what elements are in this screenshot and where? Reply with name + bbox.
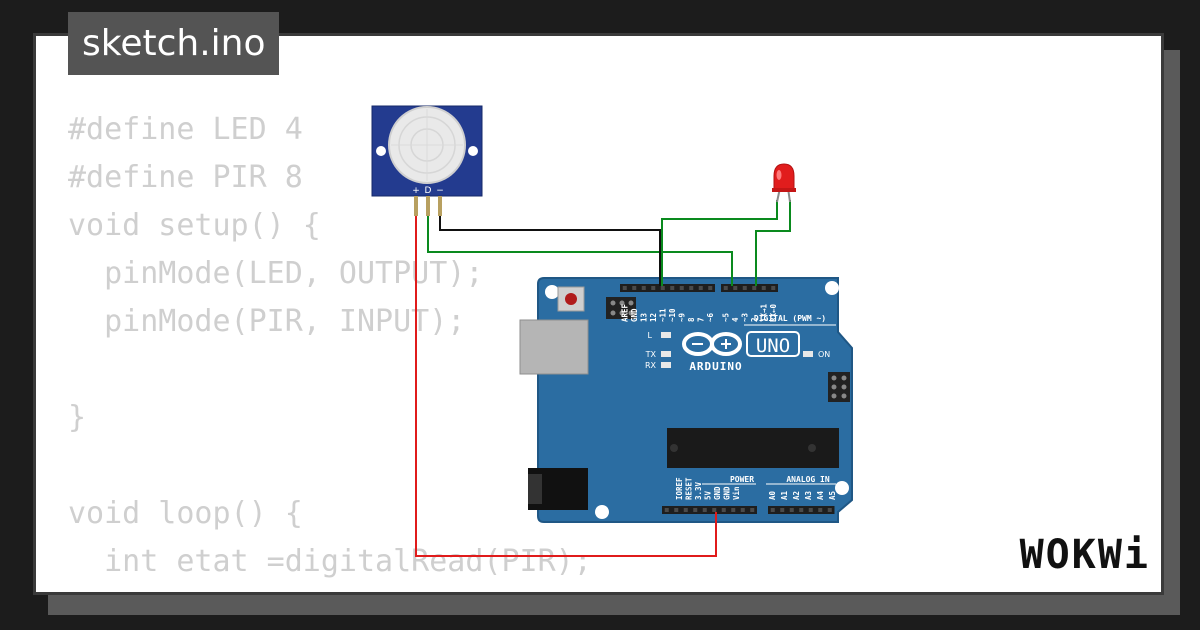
power-pin-label: 3.3V (694, 481, 703, 500)
digital-pin-label: ~5 (722, 313, 731, 322)
analog-pin-label: A1 (780, 490, 789, 500)
power-pin-label: GND (723, 486, 732, 500)
analog-header (768, 506, 835, 514)
digital-pin-label: GND (630, 308, 639, 322)
digital-pin-label: ~10 (668, 308, 677, 322)
digital-pin-label: RX←0 (769, 303, 778, 322)
code-line: } (68, 400, 87, 435)
digital-pin-label: 2 (750, 317, 759, 322)
led-label-rx: RX (645, 361, 657, 370)
board-maker: ARDUINO (689, 360, 742, 373)
led-label-tx: TX (645, 350, 657, 359)
analog-pin-label: A0 (768, 490, 777, 500)
digital-pin-label: 13 (640, 312, 649, 322)
code-line: void loop() { (68, 496, 303, 531)
digital-pin-label: ~11 (659, 308, 668, 322)
code-line: #define LED 4 (68, 112, 303, 147)
status-leds: L TX RX ON (645, 331, 831, 370)
analog-pin-label: A5 (828, 491, 837, 500)
power-pin-label: RESET (685, 477, 694, 500)
icsp-header (606, 297, 636, 319)
atmega-chip (667, 428, 839, 468)
power-pin-label: GND (713, 486, 722, 500)
pir-pin-label: + (412, 186, 420, 196)
digital-pin-label: TX→1 (760, 303, 769, 322)
analog-pin-label: A4 (816, 490, 825, 500)
led-label-on: ON (818, 350, 830, 359)
code-line: void setup() { (68, 208, 321, 243)
usb-port (519, 319, 589, 375)
power-pin-label: Vin (732, 486, 741, 500)
power-pin-label: IOREF (675, 477, 684, 500)
digital-pin-label: ~6 (706, 312, 715, 322)
file-title: sketch.ino (68, 12, 280, 75)
pir-hole (468, 146, 478, 156)
analog-pin-label: A2 (792, 491, 801, 500)
digital-pin-label: 7 (697, 317, 706, 322)
digital-pin-label: 8 (687, 317, 696, 322)
mounting-hole (595, 505, 609, 519)
code-background: #define LED 4 #define PIR 8 void setup() {… (68, 106, 592, 592)
analog-pin-label: A3 (804, 490, 813, 500)
board-model: UNO (756, 335, 790, 357)
digital-pin-label: 12 (649, 313, 658, 322)
power-label: POWER (730, 475, 754, 484)
digital-pin-label: ~3 (741, 312, 750, 322)
digital-pin-label: AREF (621, 303, 630, 322)
wire-led-cathode[interactable] (661, 200, 778, 286)
code-line: pinMode(LED, OUTPUT); (68, 256, 484, 291)
arduino-logo-icon (682, 332, 742, 356)
red-led[interactable] (772, 163, 796, 203)
wire-5v[interactable] (415, 215, 717, 557)
mounting-hole (825, 281, 839, 295)
pir-pin-label: D (425, 186, 432, 196)
wires (415, 200, 791, 557)
pir-pin-label: − (436, 186, 444, 196)
analog-label: ANALOG IN (786, 475, 830, 484)
code-line: pinMode(PIR, INPUT); (68, 304, 466, 339)
digital-header (620, 284, 778, 292)
power-header (662, 506, 757, 514)
code-line: int etat =digitalRead(PIR); (68, 544, 592, 579)
wire-ground[interactable] (439, 215, 661, 286)
mounting-hole (545, 285, 559, 299)
digital-pin-label: ~9 (678, 312, 687, 322)
digital-pin-label: 4 (731, 317, 740, 322)
code-line: #define PIR 8 (68, 160, 303, 195)
pir-pin (426, 196, 430, 216)
pir-pin (438, 196, 442, 216)
led-label-l: L (648, 331, 653, 340)
pir-pin (414, 196, 418, 216)
wokwi-logo: WOKWi (1019, 532, 1150, 578)
power-pin-label: 5V (704, 490, 713, 500)
reset-button-cap (565, 293, 577, 305)
wire-pir-signal[interactable] (427, 215, 733, 286)
icsp-header-right (828, 372, 850, 402)
digital-label: DIGITAL (PWM ~) (754, 314, 826, 323)
reset-button[interactable] (557, 286, 585, 312)
mounting-hole (835, 481, 849, 495)
pir-sensor[interactable]: + D − (371, 105, 483, 216)
pir-hole (376, 146, 386, 156)
wire-led-anode[interactable] (755, 200, 791, 286)
